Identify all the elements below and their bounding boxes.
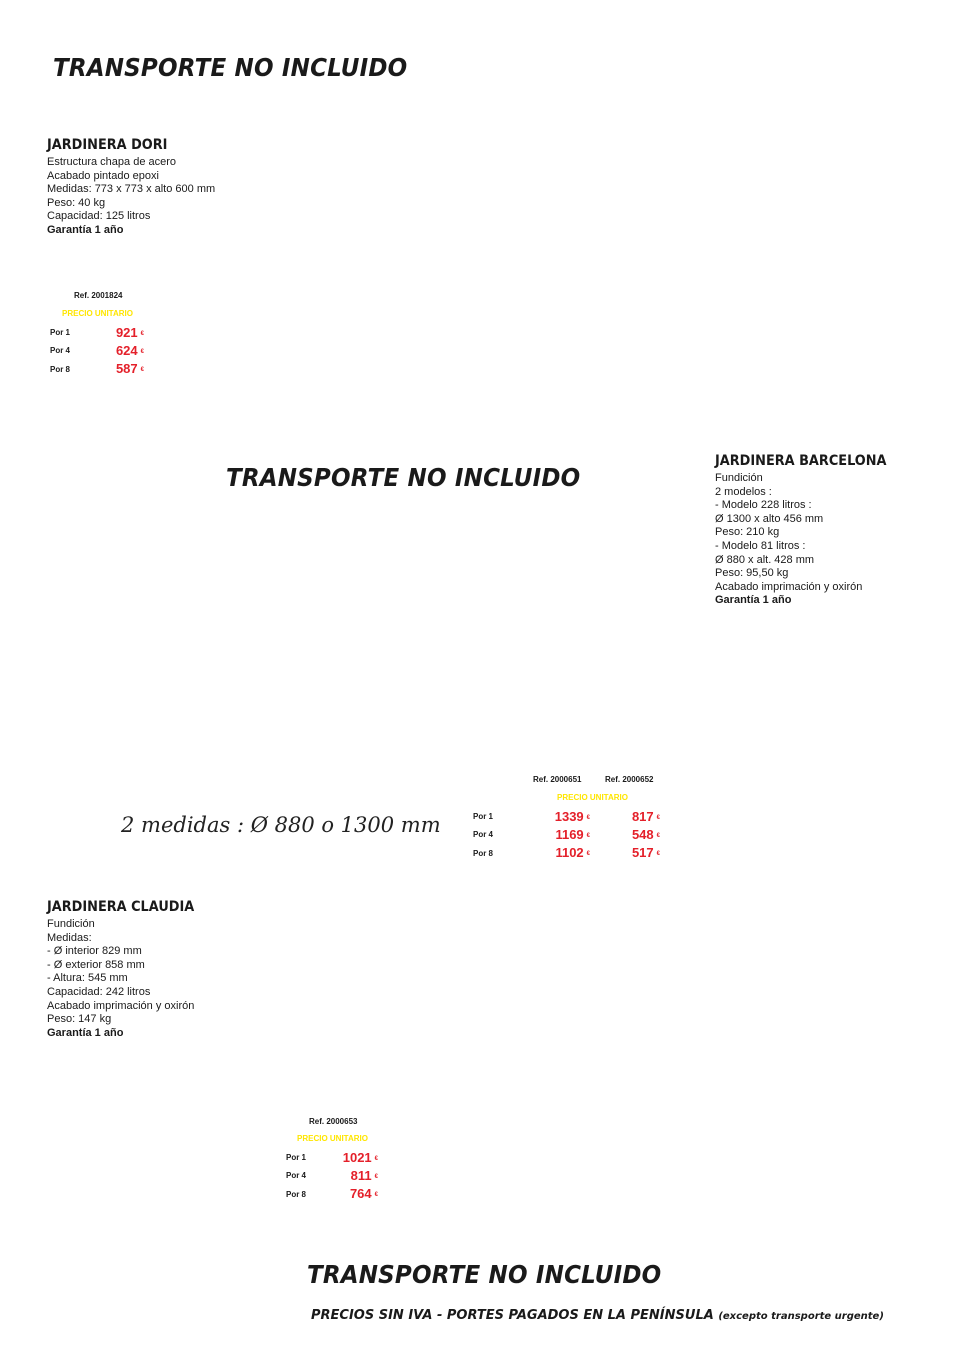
spec-line: Fundición bbox=[715, 472, 763, 484]
spec-line: Acabado pintado epoxi bbox=[47, 169, 159, 182]
unit-price-label: PRECIO UNITARIO bbox=[557, 793, 628, 802]
qty-label: Por 4 bbox=[473, 830, 494, 839]
qty-label: Por 4 bbox=[50, 346, 71, 355]
spec-line: - Altura: 545 mm bbox=[47, 972, 128, 985]
transport-banner-top: TRANSPORTE NO INCLUIDO bbox=[53, 53, 408, 82]
warranty-line: Garantía 1 año bbox=[715, 594, 792, 607]
price-value: 764€ bbox=[349, 1186, 378, 1201]
spec-line: Medidas: 773 x 773 x alto 600 mm bbox=[47, 183, 216, 196]
price-value: 1339€ bbox=[554, 809, 590, 824]
unit-price-label: PRECIO UNITARIO bbox=[297, 1134, 368, 1143]
qty-label: Por 8 bbox=[286, 1190, 307, 1199]
spec-list-barcelona: Fundición 2 modelos : - Modelo 228 litro… bbox=[715, 472, 862, 608]
ref-code: Ref. 2001824 bbox=[74, 291, 123, 300]
footer-sub: (excepto transporte urgente) bbox=[718, 1311, 884, 1322]
price-value: 1169€ bbox=[555, 827, 590, 842]
spec-line: - Ø interior 829 mm bbox=[47, 945, 142, 958]
spec-line: Acabado imprimación y oxirón bbox=[47, 999, 195, 1012]
product-title-barcelona: JARDINERA BARCELONA bbox=[715, 453, 887, 469]
spec-line: Peso: 95,50 kg bbox=[715, 567, 789, 580]
unit-price-label: PRECIO UNITARIO bbox=[62, 309, 133, 318]
spec-line: Capacidad: 242 litros bbox=[47, 985, 151, 998]
spec-line: Ø 880 x alt. 428 mm bbox=[715, 553, 815, 566]
spec-line: Estructura chapa de acero bbox=[47, 156, 177, 168]
price-value: 811€ bbox=[350, 1168, 378, 1183]
sizes-note: 2 medidas : Ø 880 o 1300 mm bbox=[121, 813, 441, 837]
qty-label: Por 4 bbox=[286, 1171, 307, 1180]
warranty-line: Garantía 1 año bbox=[47, 1026, 124, 1039]
price-value: 1102€ bbox=[555, 845, 590, 860]
price-value: 624€ bbox=[115, 343, 144, 358]
spec-line: Fundición bbox=[47, 918, 95, 930]
spec-line: - Modelo 228 litros : bbox=[715, 499, 812, 512]
spec-line: Ø 1300 x alto 456 mm bbox=[715, 512, 824, 525]
ref-code: Ref. 2000652 bbox=[605, 775, 654, 784]
product-title-claudia: JARDINERA CLAUDIA bbox=[47, 899, 195, 915]
ref-code: Ref. 2000653 bbox=[309, 1117, 358, 1126]
transport-banner-bottom: TRANSPORTE NO INCLUIDO bbox=[307, 1260, 662, 1289]
spec-line: Peso: 40 kg bbox=[47, 196, 106, 209]
transport-banner-middle: TRANSPORTE NO INCLUIDO bbox=[226, 463, 581, 492]
qty-label: Por 8 bbox=[50, 365, 71, 374]
warranty-line: Garantía 1 año bbox=[47, 223, 124, 236]
price-value: 817€ bbox=[631, 809, 660, 824]
price-value: 1021€ bbox=[342, 1150, 378, 1165]
spec-line: Medidas: bbox=[47, 931, 92, 944]
price-value: 587€ bbox=[115, 361, 144, 376]
spec-line: - Ø exterior 858 mm bbox=[47, 958, 145, 971]
qty-label: Por 8 bbox=[473, 849, 494, 858]
product-title-dori: JARDINERA DORI bbox=[47, 137, 168, 153]
footer-note: PRECIOS SIN IVA - PORTES PAGADOS EN LA P… bbox=[311, 1308, 884, 1323]
qty-label: Por 1 bbox=[50, 328, 71, 337]
spec-list-dori: Estructura chapa de acero Acabado pintad… bbox=[47, 156, 215, 238]
spec-line: Acabado imprimación y oxirón bbox=[715, 580, 863, 593]
spec-line: 2 modelos : bbox=[715, 485, 772, 498]
spec-line: Peso: 147 kg bbox=[47, 1013, 112, 1026]
price-value: 548€ bbox=[631, 827, 660, 842]
spec-line: Peso: 210 kg bbox=[715, 526, 780, 539]
spec-line: Capacidad: 125 litros bbox=[47, 210, 151, 223]
price-value: 921€ bbox=[115, 325, 144, 340]
spec-list-claudia: Fundición Medidas: - Ø interior 829 mm -… bbox=[47, 918, 194, 1040]
ref-code: Ref. 2000651 bbox=[533, 775, 582, 784]
footer-main: PRECIOS SIN IVA - PORTES PAGADOS EN LA P… bbox=[311, 1308, 714, 1323]
qty-label: Por 1 bbox=[473, 812, 494, 821]
qty-label: Por 1 bbox=[286, 1153, 307, 1162]
spec-line: - Modelo 81 litros : bbox=[715, 539, 806, 552]
price-value: 517€ bbox=[631, 845, 660, 860]
